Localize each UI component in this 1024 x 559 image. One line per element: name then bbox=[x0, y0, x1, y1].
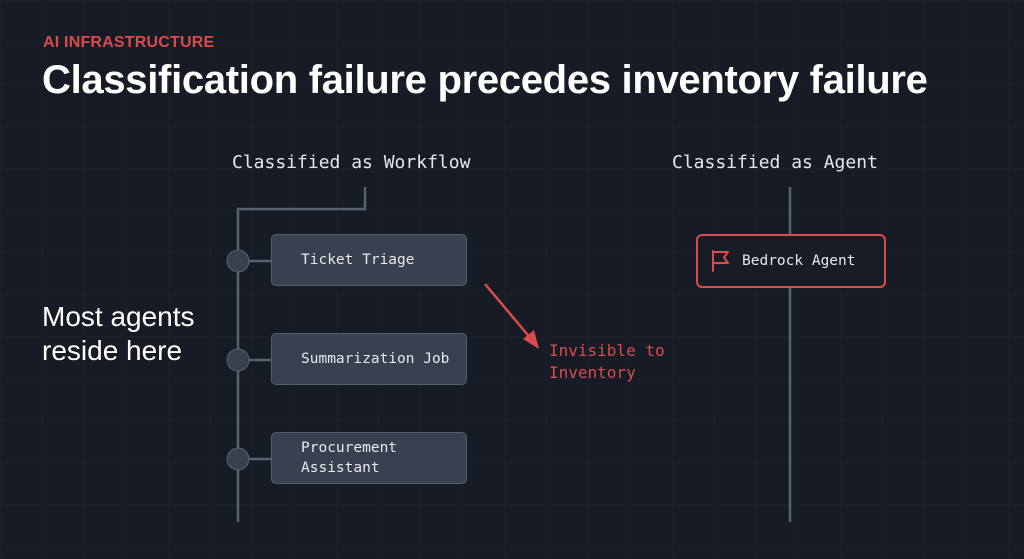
junction-dot-1 bbox=[226, 249, 250, 273]
agent-node-bedrock-agent: Bedrock Agent bbox=[696, 234, 886, 288]
invisible-arrow-shaft bbox=[484, 283, 533, 341]
workflow-node-ticket-triage: Ticket Triage bbox=[271, 234, 467, 286]
junction-dot-2 bbox=[226, 348, 250, 372]
invisible-to-inventory-label: Invisible to Inventory bbox=[549, 341, 665, 382]
workflow-node-procurement-assistant: Procurement Assistant bbox=[271, 432, 467, 484]
agent-column-heading: Classified as Agent bbox=[672, 152, 878, 173]
junction-dot-3 bbox=[226, 447, 250, 471]
side-note: Most agents reside here bbox=[42, 301, 195, 366]
workflow-node-summarization-job: Summarization Job bbox=[271, 333, 467, 385]
invisible-arrow-head bbox=[523, 330, 539, 349]
flag-icon bbox=[712, 250, 729, 272]
eyebrow-label: AI INFRASTRUCTURE bbox=[43, 34, 215, 51]
workflow-column-heading: Classified as Workflow bbox=[232, 152, 471, 173]
agent-node-label: Bedrock Agent bbox=[742, 253, 856, 269]
slide-title: Classification failure precedes inventor… bbox=[42, 58, 928, 102]
